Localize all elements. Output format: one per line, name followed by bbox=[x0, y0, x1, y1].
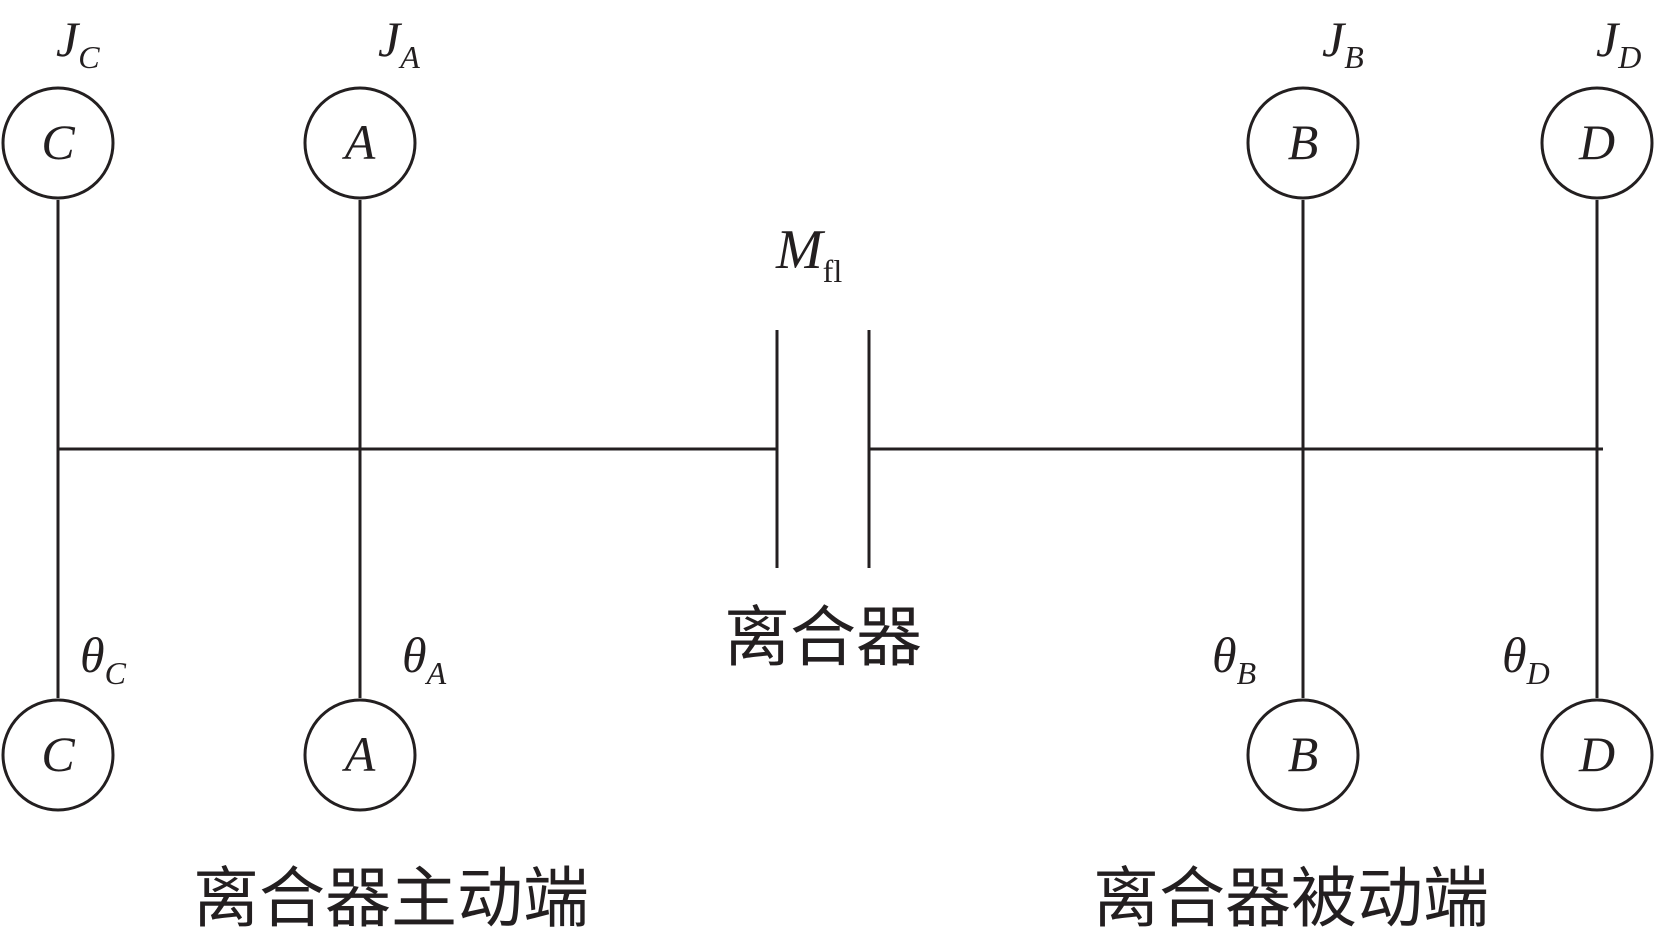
node-a-top-circle bbox=[303, 86, 417, 200]
node-b-inertia-label: JB bbox=[1322, 11, 1364, 75]
driven-side-label: 离合器被动端 bbox=[1093, 860, 1489, 937]
node-c-angle-label: θC bbox=[80, 627, 127, 691]
node-c-top-circle bbox=[1, 86, 115, 200]
node-d-bottom-letter: D bbox=[1578, 726, 1615, 782]
clutch-torque-label: Mfl bbox=[775, 219, 842, 289]
drive-side-label: 离合器主动端 bbox=[193, 860, 589, 937]
node-d: D D JD θD bbox=[1502, 11, 1654, 812]
node-c-inertia-label: JC bbox=[56, 11, 100, 75]
node-b: B B JB θB bbox=[1212, 11, 1364, 812]
node-a-inertia-label: JA bbox=[378, 11, 420, 75]
node-d-angle-label: θD bbox=[1502, 627, 1550, 691]
node-b-angle-label: θB bbox=[1212, 627, 1256, 691]
node-a-bottom-circle bbox=[303, 698, 417, 812]
clutch-label: 离合器 bbox=[724, 599, 922, 676]
node-d-top-circle bbox=[1540, 86, 1654, 200]
node-a-top-letter: A bbox=[342, 114, 376, 170]
node-a-bottom-letter: A bbox=[342, 726, 376, 782]
node-d-top-letter: D bbox=[1578, 114, 1615, 170]
node-d-inertia-label: JD bbox=[1596, 11, 1641, 75]
node-b-bottom-letter: B bbox=[1288, 726, 1319, 782]
node-c-bottom-letter: C bbox=[41, 726, 75, 782]
node-b-top-circle bbox=[1246, 86, 1360, 200]
node-b-top-letter: B bbox=[1288, 114, 1319, 170]
node-c: C C JC θC bbox=[1, 11, 127, 812]
node-a: A A JA θA bbox=[303, 11, 447, 812]
node-c-top-letter: C bbox=[41, 114, 75, 170]
node-d-bottom-circle bbox=[1540, 698, 1654, 812]
node-b-bottom-circle bbox=[1246, 698, 1360, 812]
node-c-bottom-circle bbox=[1, 698, 115, 812]
node-a-angle-label: θA bbox=[402, 627, 447, 691]
